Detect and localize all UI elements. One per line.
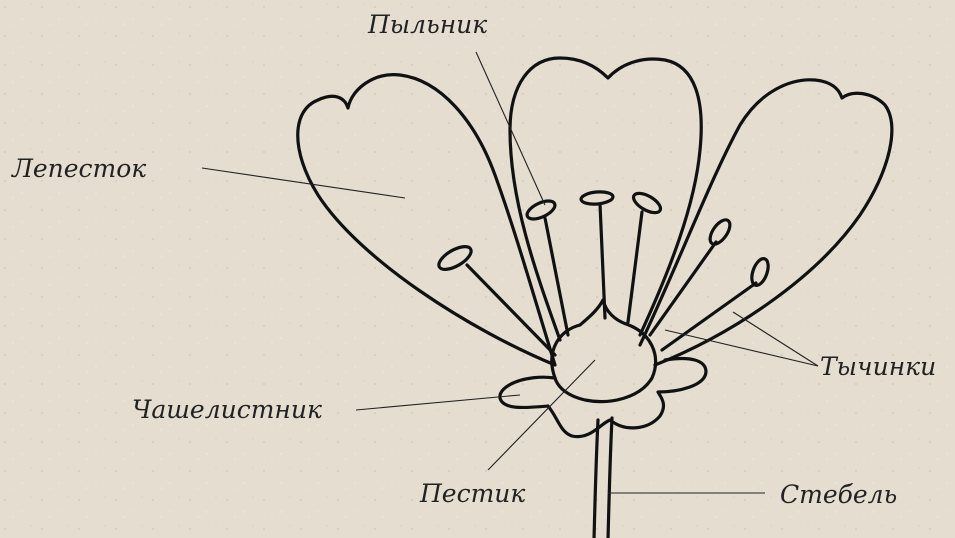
label-sepal: Чашелистник — [132, 397, 322, 422]
label-anther: Пыльник — [368, 12, 487, 37]
label-pistil: Пестик — [420, 481, 525, 506]
label-stamens: Тычинки — [820, 354, 936, 379]
label-stem: Стебель — [780, 482, 897, 507]
label-petal: Лепесток — [12, 156, 146, 181]
